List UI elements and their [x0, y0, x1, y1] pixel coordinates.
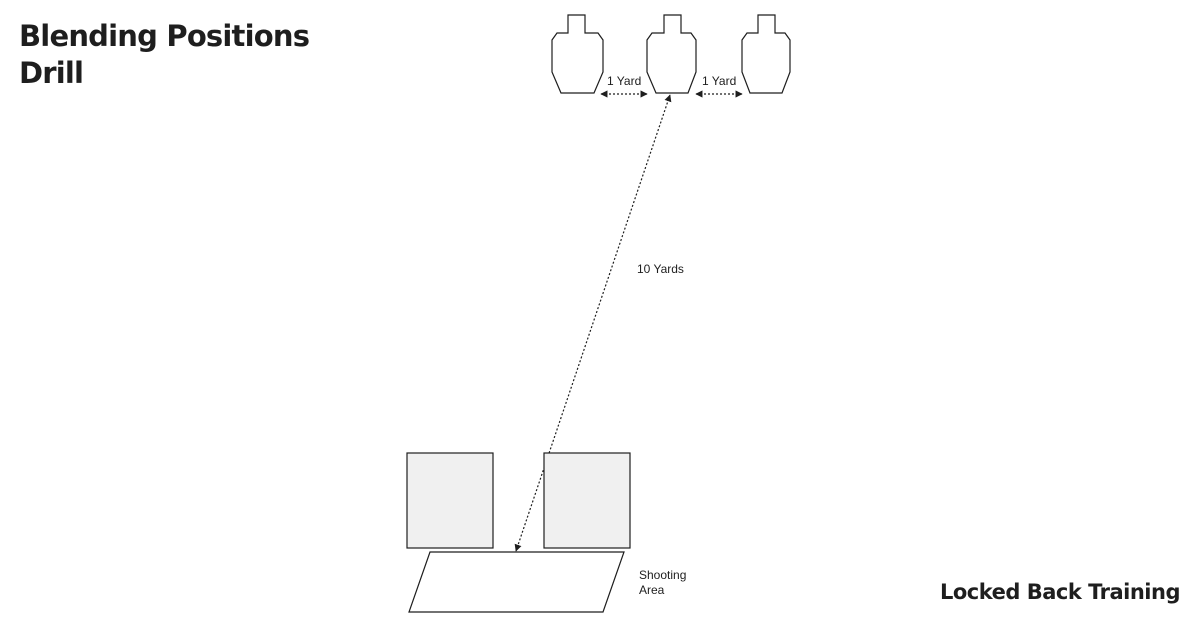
target-left	[551, 14, 604, 94]
target-center	[646, 14, 697, 94]
distance-label: 10 Yards	[637, 262, 684, 276]
distance-arrow	[514, 94, 672, 552]
shooting-area	[408, 551, 625, 613]
barricade-right	[543, 452, 631, 549]
brand-name: Locked Back Training	[939, 580, 1181, 604]
title-line-1: Blending Positions	[19, 19, 310, 53]
shooting-area-label-line-1: Shooting	[639, 568, 687, 582]
page-title: Blending Positions Drill	[19, 18, 310, 92]
target-right	[741, 14, 791, 94]
shooting-area-label-line-2: Area	[639, 583, 665, 597]
spacing-label-right: 1 Yard	[702, 74, 737, 88]
spacing-label-left: 1 Yard	[607, 74, 642, 88]
barricade-left	[406, 452, 494, 549]
shooting-area-label: Shooting Area	[639, 568, 686, 598]
title-line-2: Drill	[19, 56, 84, 90]
